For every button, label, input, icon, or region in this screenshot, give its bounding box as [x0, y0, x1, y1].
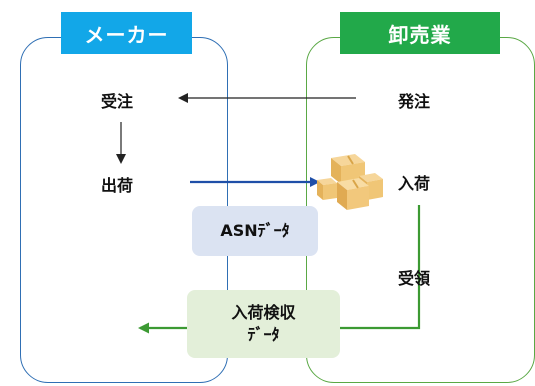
maker-order-receive-label: 受注 [101, 92, 134, 111]
maker-lane-title: メーカー [84, 22, 169, 47]
cardboard-boxes-icon [317, 154, 383, 210]
wholesale-arrival-label: 入荷 [398, 174, 431, 193]
wholesale-order-label: 発注 [398, 92, 431, 111]
wholesale-receipt-label: 受領 [398, 269, 431, 288]
inspection-data-label-line1: 入荷検収 [231, 303, 296, 323]
maker-ship-label: 出荷 [101, 176, 134, 195]
inspection-data-label-line2: ﾃﾞｰﾀ [247, 325, 280, 344]
inspection-data-box: 入荷検収 ﾃﾞｰﾀ [187, 290, 340, 358]
asn-data-label: ASNﾃﾞｰﾀ [220, 221, 290, 241]
maker-lane-header: メーカー [61, 12, 192, 54]
asn-data-box: ASNﾃﾞｰﾀ [192, 206, 318, 256]
wholesale-lane-title: 卸売業 [388, 22, 452, 47]
wholesale-lane-header: 卸売業 [340, 12, 500, 54]
